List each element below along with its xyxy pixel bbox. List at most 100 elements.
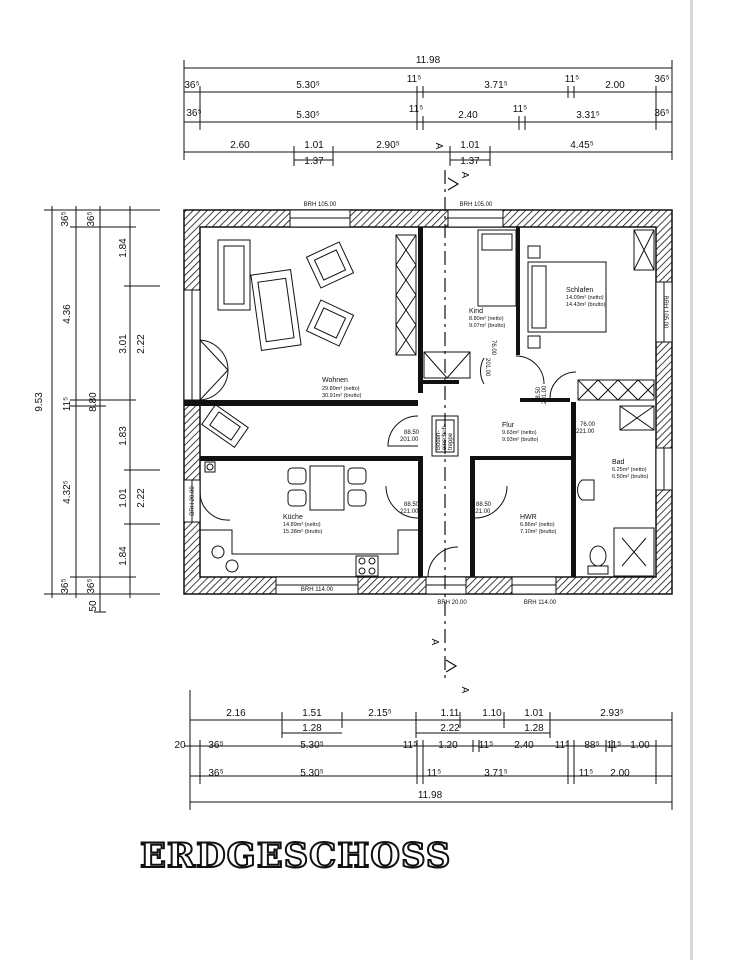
door-height: 201.00	[542, 385, 548, 404]
stair-label: treppe	[448, 432, 454, 450]
dim-label: 1.01	[304, 140, 324, 151]
dim-label: 4.36	[62, 304, 73, 324]
room-name: Wohnen	[322, 377, 348, 384]
room-kind: Kind 8.80m² (netto) 9.07m² (brutto)	[469, 308, 506, 329]
page-edge	[690, 0, 693, 960]
attic-stair-label: Boden- einschub- treppe	[436, 424, 454, 450]
dim-left-col4: 1.84 3.01 2.22 1.83 1.01 2.22 1.84 50	[88, 238, 147, 612]
section-letter: A	[459, 687, 470, 694]
dim-label: 3.31⁵	[576, 110, 600, 121]
dim-label: 1.01	[118, 488, 129, 508]
brh-label: BRH 114.00	[524, 600, 557, 606]
door-width: 76.00	[490, 340, 496, 356]
dim-label: 1.83	[118, 426, 129, 446]
dim-label: 36⁵	[86, 578, 97, 593]
door-height: 221.00	[400, 509, 419, 515]
door-height: 221.00	[576, 429, 595, 435]
dim-label: 36⁵	[654, 108, 669, 119]
room-area-gross: 14.43m² (brutto)	[566, 302, 606, 308]
dim-label: 2.93⁵	[600, 708, 624, 719]
dim-label: 2.22	[440, 723, 460, 734]
room-area-gross: 9.07m² (brutto)	[469, 323, 506, 329]
dim-label: 2.22	[136, 334, 147, 354]
dim-label: 36⁵	[654, 74, 669, 85]
dim-label: 11⁵	[479, 740, 494, 751]
dim-label: 1.10	[482, 708, 502, 719]
dim-label: 5.30⁵	[300, 740, 324, 751]
dim-label: 1.84	[118, 546, 129, 566]
room-area-net: 9.63m² (netto)	[502, 430, 537, 436]
dim-label: 1.01	[460, 140, 480, 151]
door-width: 76.00	[580, 422, 596, 428]
brh-label: BRH 114.00	[301, 587, 334, 593]
room-area-net: 14.89m² (netto)	[283, 522, 321, 528]
dim-label: 2.16	[226, 708, 246, 719]
dim-label: 3.71⁵	[484, 768, 508, 779]
dim-label: 5.30⁵	[296, 80, 320, 91]
room-bad: Bad 6.25m² (netto) 6.50m² (brutto)	[612, 459, 649, 480]
dim-label: 2.00	[605, 80, 625, 91]
dim-label: 36⁵	[60, 211, 71, 226]
dim-label: 20	[174, 740, 186, 751]
dim-bottom-row3: 36⁵ 5.30⁵ 11⁵ 3.71⁵ 11⁵ 2.00	[208, 768, 630, 779]
dim-label: 11⁵	[407, 74, 422, 85]
dim-top-row1: 36⁵ 5.30⁵ 11⁵ 3.71⁵ 11⁵ 2.00 36⁵	[184, 74, 669, 91]
stair-label: einschub-	[442, 424, 448, 450]
dim-bottom-row2: 20 36⁵ 5.30⁵ 11⁵ 1.20 11⁵ 2.40 11⁵ 88⁵ 1…	[174, 740, 650, 751]
dim-label: 8.80	[88, 392, 99, 412]
door-width: 88.50	[404, 502, 420, 508]
dim-label: 11⁵	[579, 768, 594, 779]
dim-label: 50	[88, 600, 99, 612]
dim-label: 88⁵	[584, 740, 599, 751]
dim-top-row3: 2.60 1.01 1.37 2.90⁵ 1.01 1.37 4.45⁵	[230, 140, 594, 167]
room-name: Küche	[283, 514, 303, 521]
dim-label: 1.20	[438, 740, 458, 751]
dim-bottom-row1: 2.16 1.51 1.28 2.15⁵ 1.11 2.22 1.10 1.01…	[226, 708, 624, 734]
floor-plan: 11.98 36⁵ 5.30⁵ 11⁵ 3.71⁵ 11⁵ 2.00 36⁵ 3…	[34, 55, 673, 810]
bottom-dimensions	[184, 690, 673, 810]
dim-label: 11⁵	[62, 397, 73, 412]
dim-label: 2.90⁵	[376, 140, 400, 151]
section-letter: A	[429, 639, 440, 646]
room-area-gross: 30.91m² (brutto)	[322, 393, 362, 399]
stair-label: Boden-	[436, 431, 442, 450]
dim-left-col3: 36⁵ 8.80 36⁵	[86, 211, 99, 593]
door-width: 88.50	[536, 386, 542, 402]
room-area-net: 14.09m² (netto)	[566, 295, 604, 301]
furniture	[199, 229, 655, 578]
door-width: 88.50	[476, 502, 492, 508]
section-marker-top: A A	[433, 143, 470, 191]
dim-label: 1.01	[524, 708, 544, 719]
section-marker-bottom: A A	[429, 639, 470, 694]
dim-label: 36⁵	[186, 108, 201, 119]
room-area-net: 6.25m² (netto)	[612, 467, 647, 473]
dim-left-col2: 36⁵ 4.36 11⁵ 4.32⁵ 36⁵	[60, 211, 73, 593]
windows	[183, 209, 673, 595]
dim-label: 11⁵	[403, 740, 418, 751]
dim-label: 11⁵	[555, 740, 570, 751]
dim-label: 36⁵	[60, 578, 71, 593]
room-area-gross: 7.10m² (brutto)	[520, 529, 557, 535]
dim-label: 36⁵	[208, 740, 223, 751]
room-area-net: 8.80m² (netto)	[469, 316, 504, 322]
room-name: HWR	[520, 514, 537, 521]
door-height: 201.00	[400, 437, 419, 443]
room-name: Bad	[612, 459, 625, 466]
dim-label: 1.28	[524, 723, 544, 734]
door-height: 201.00	[484, 358, 490, 377]
door-labels: 88.50 201.00 76.00 201.00 88.50 201.00 7…	[400, 340, 596, 515]
dim-top-row2: 36⁵ 5.30⁵ 11⁵ 2.40 11⁵ 3.31⁵ 36⁵	[186, 104, 669, 121]
dim-label: 11⁵	[513, 104, 528, 115]
left-dimensions	[44, 206, 160, 613]
dim-label: 36⁵	[86, 211, 97, 226]
room-kueche: Küche 14.89m² (netto) 15.38m² (brutto)	[283, 514, 323, 535]
dim-label: 2.40	[458, 110, 478, 121]
room-area-net: 29.89m² (netto)	[322, 386, 360, 392]
dim-label: 1.28	[302, 723, 322, 734]
dim-label: 2.15⁵	[368, 708, 392, 719]
dim-label: 1.00	[630, 740, 650, 751]
dim-label: 11⁵	[409, 104, 424, 115]
room-hwr: HWR 6.86m² (netto) 7.10m² (brutto)	[520, 514, 557, 535]
dim-label: 11⁵	[607, 740, 622, 751]
dim-label: 2.40	[514, 740, 534, 751]
